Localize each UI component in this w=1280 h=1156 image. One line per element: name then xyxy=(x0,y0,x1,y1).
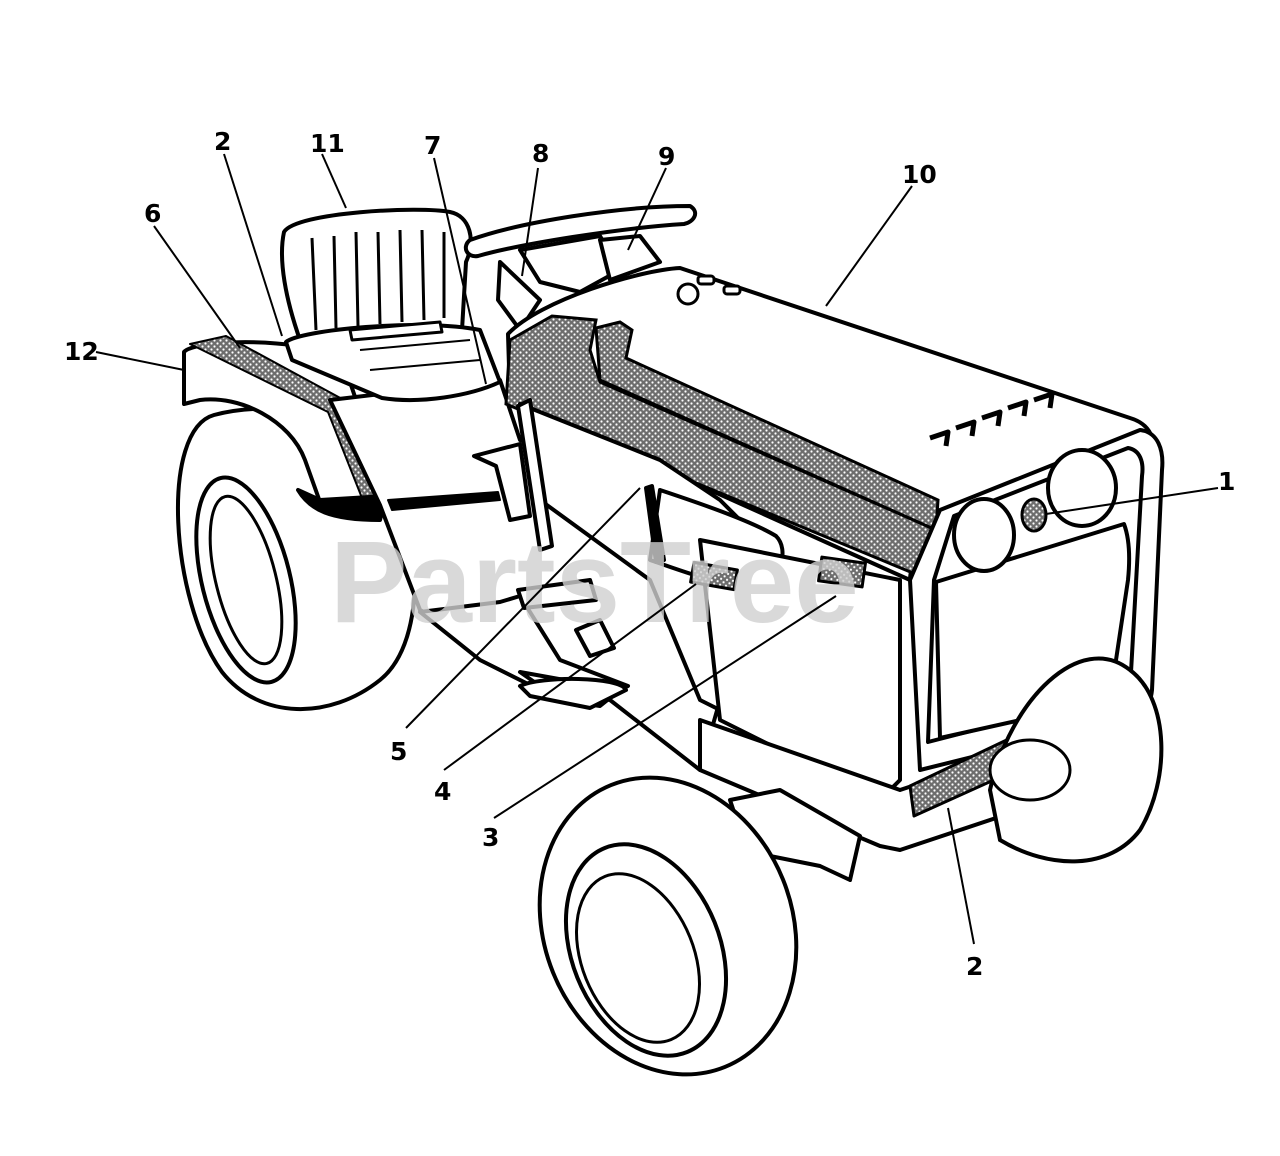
pedals xyxy=(516,578,628,710)
decal-plate-3 xyxy=(817,555,867,589)
right-headlight xyxy=(1046,448,1118,528)
hood-stripe-decal xyxy=(504,314,940,578)
callouts: 12 6 2 11 7 8 9 10 1 5 4 3 2 xyxy=(64,127,1235,981)
callout-10: 10 xyxy=(902,160,937,189)
callout-2-bottom: 2 xyxy=(966,952,983,981)
seat xyxy=(280,207,502,402)
steering-assembly xyxy=(463,204,698,332)
callout-9: 9 xyxy=(658,142,675,171)
emblem-decal xyxy=(1020,497,1048,533)
callout-11: 11 xyxy=(310,129,345,158)
front-right-wheel xyxy=(987,656,1164,864)
rear-fender xyxy=(182,335,390,522)
callout-1: 1 xyxy=(1218,467,1235,496)
front-left-wheel xyxy=(537,775,799,1077)
left-headlight xyxy=(952,497,1016,573)
callout-5: 5 xyxy=(390,737,407,766)
callout-7: 7 xyxy=(424,131,441,160)
callout-3: 3 xyxy=(482,823,499,852)
decal-plate-4 xyxy=(689,560,739,592)
callout-12: 12 xyxy=(64,337,99,366)
watermark: PartsTree xyxy=(330,517,859,647)
leader-lines xyxy=(95,153,1219,945)
callout-6: 6 xyxy=(144,199,161,228)
callout-8: 8 xyxy=(532,139,549,168)
hood-vents xyxy=(929,391,1055,447)
callout-4: 4 xyxy=(434,777,451,806)
callout-2-top: 2 xyxy=(214,127,231,156)
